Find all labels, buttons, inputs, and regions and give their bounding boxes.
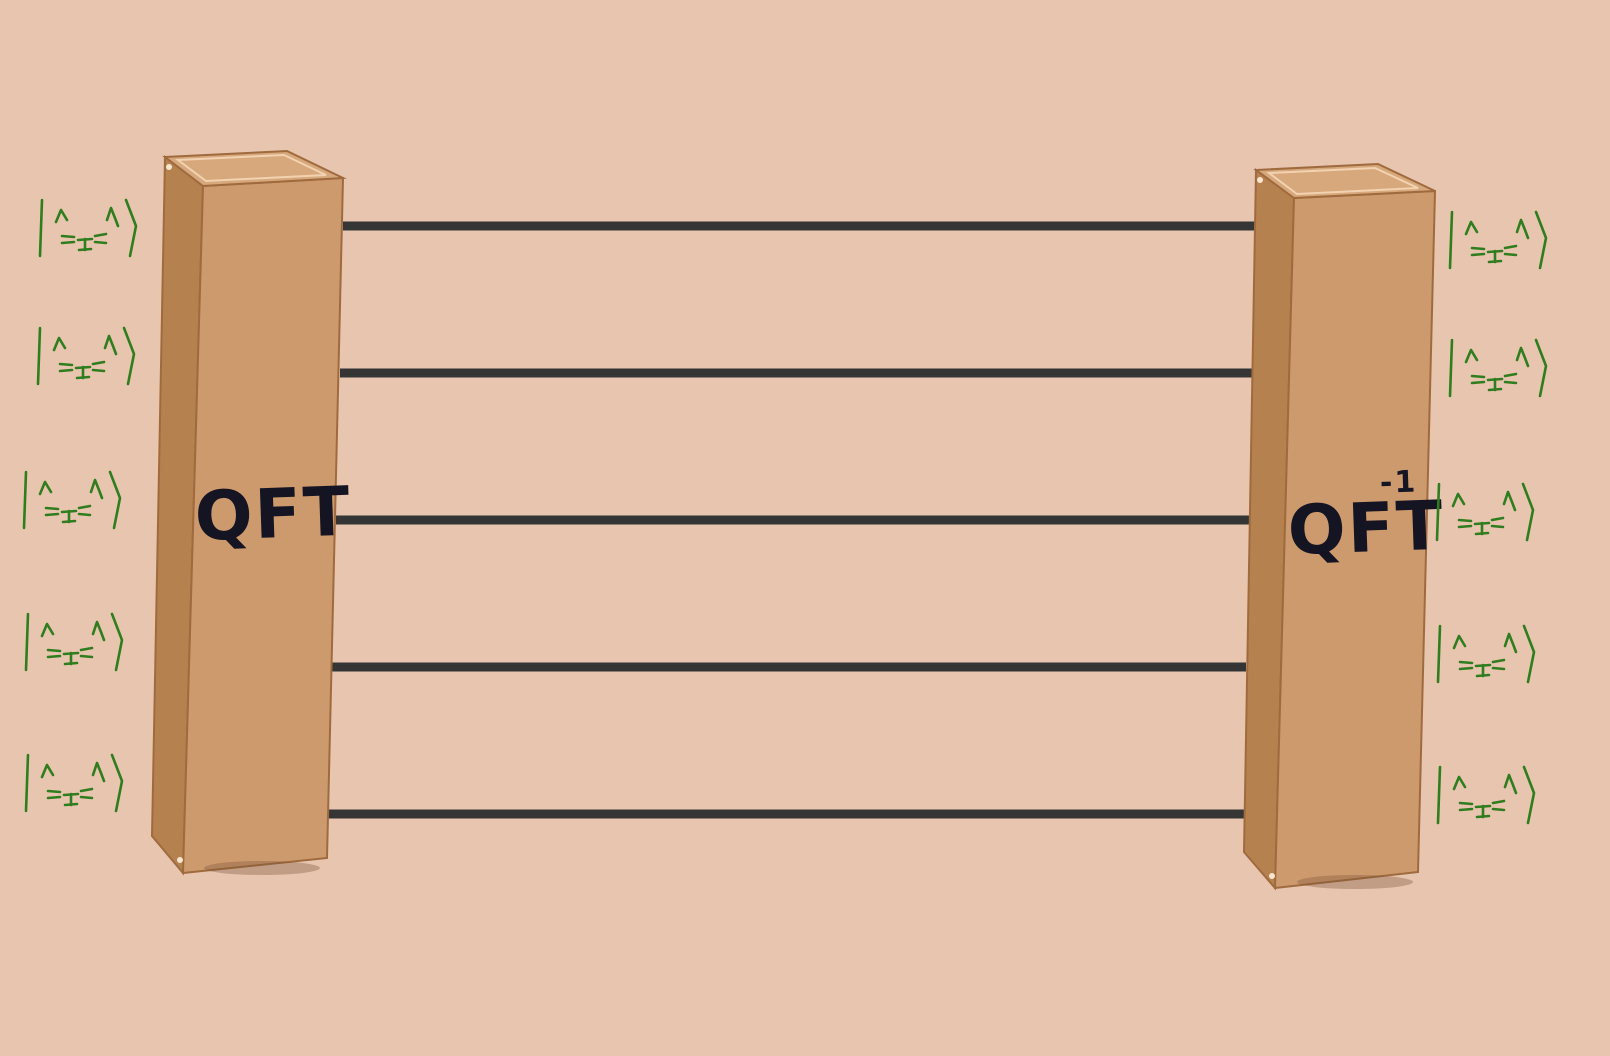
qft-gate: QFT <box>150 149 353 876</box>
cat-ket-icon <box>36 326 136 386</box>
cat-ket-icon <box>1436 765 1536 825</box>
cat-ket-icon <box>24 612 124 672</box>
cat-ket-icon <box>24 753 124 813</box>
cat-ket-icon <box>1448 338 1548 398</box>
cat-ket-icon <box>22 470 122 530</box>
wires <box>328 221 1256 819</box>
input-states <box>22 198 138 813</box>
gate-label: QFT <box>1286 487 1445 571</box>
inverse-qft-gate: QFT -1 <box>1242 162 1446 891</box>
cat-ket-icon <box>1448 210 1548 270</box>
output-states <box>1435 210 1548 825</box>
cat-ket-icon <box>1435 482 1535 542</box>
cat-ket-icon <box>38 198 138 258</box>
cat-ket-icon <box>1436 624 1536 684</box>
gate-superscript: -1 <box>1379 464 1418 500</box>
gate-label: QFT <box>194 473 353 557</box>
